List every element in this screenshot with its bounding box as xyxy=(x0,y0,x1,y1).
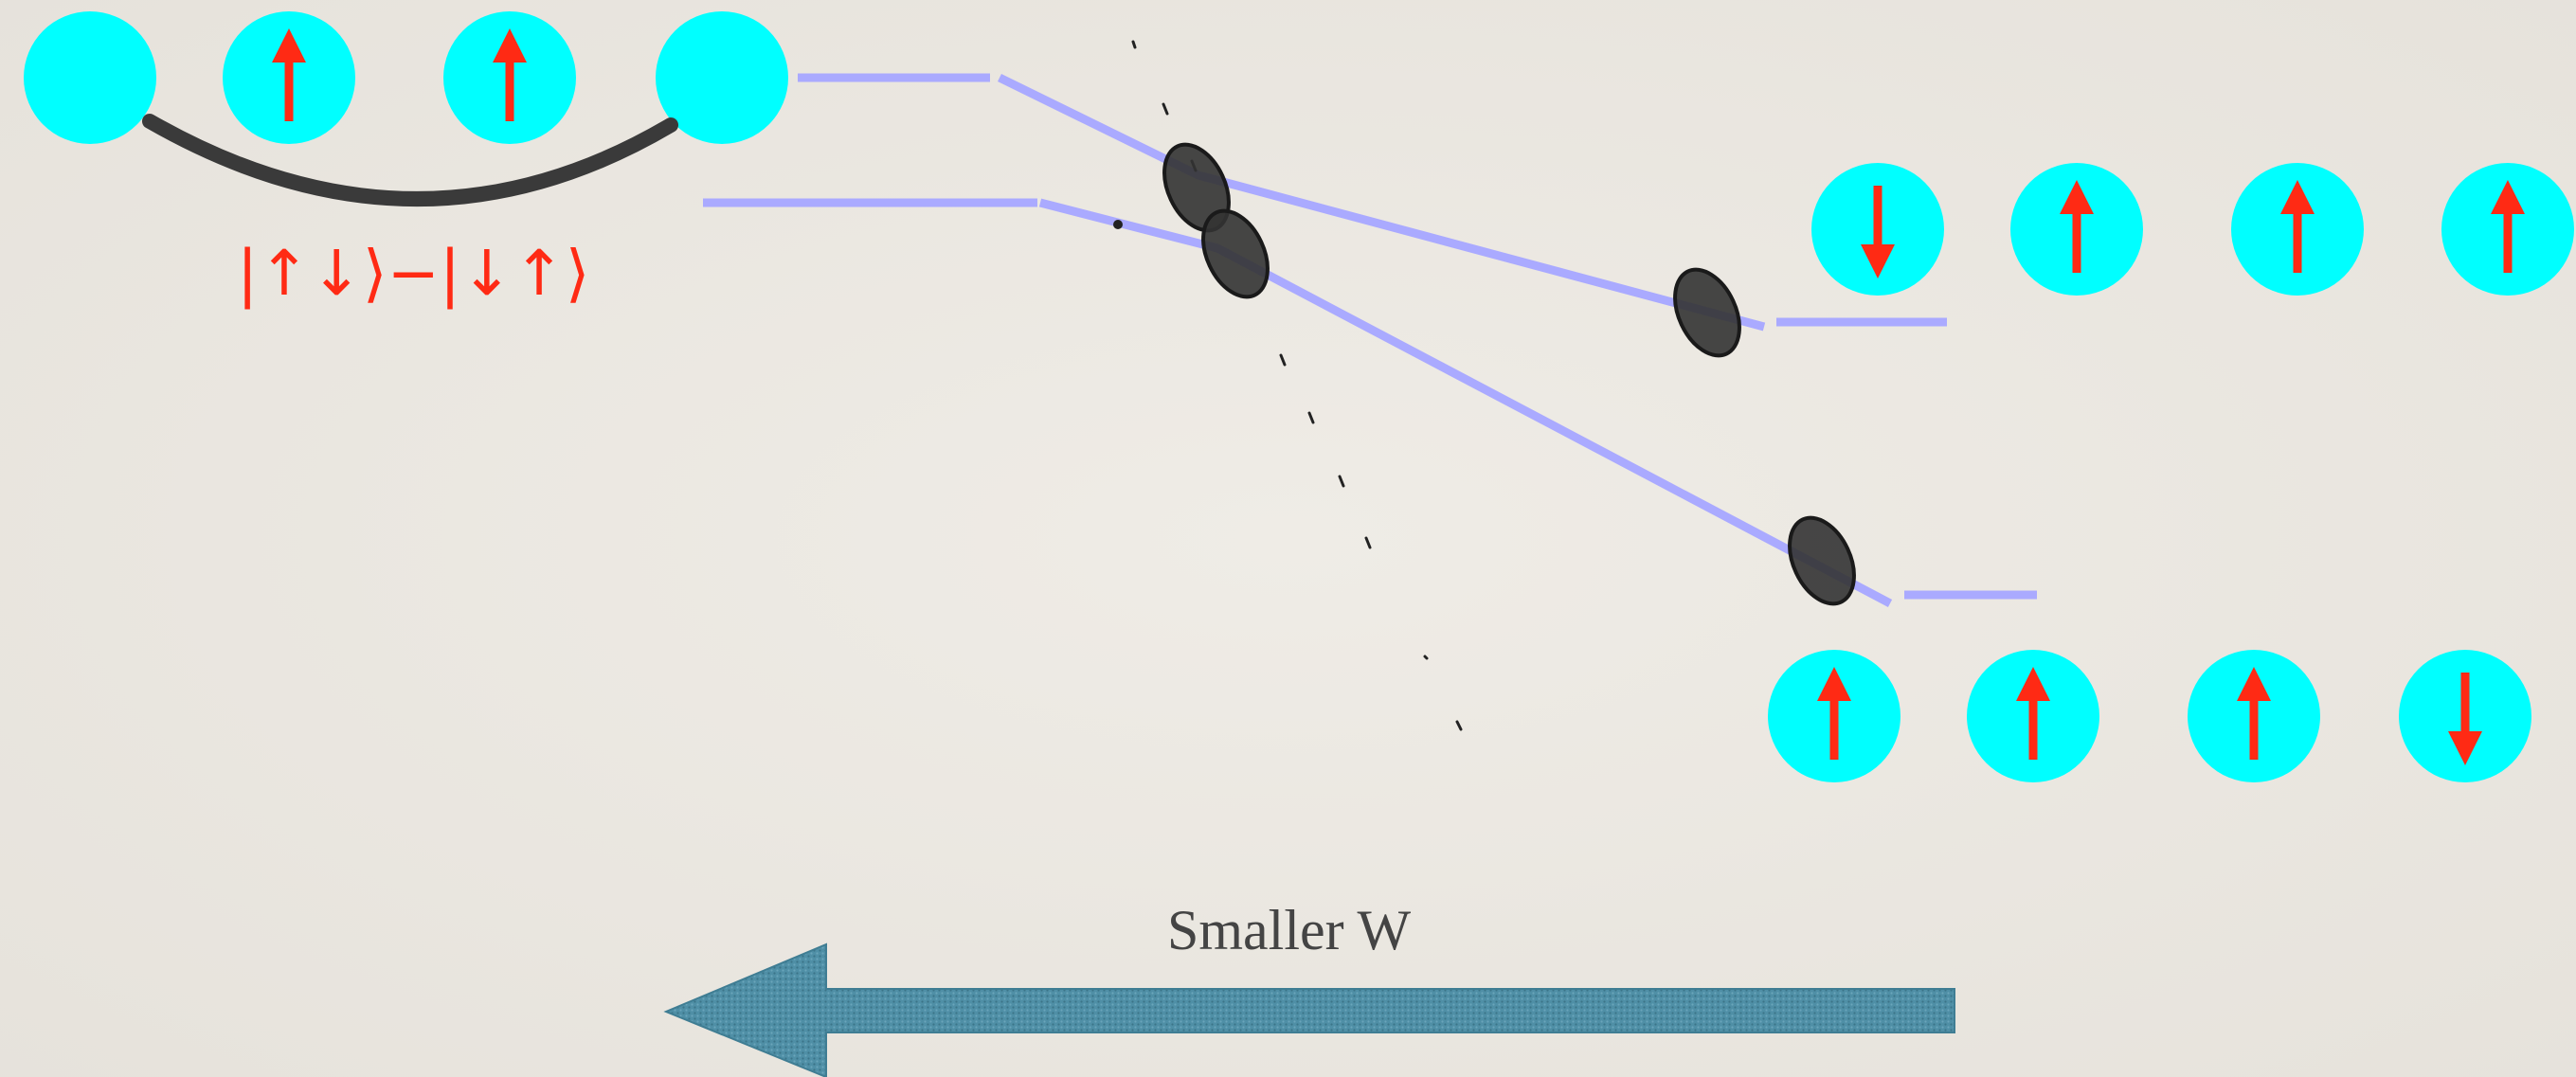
spin-up-arrow xyxy=(493,28,527,121)
caption-smaller-w: Smaller W xyxy=(1167,899,1412,961)
spin-up-arrow xyxy=(2237,667,2271,760)
spin-up-arrow xyxy=(1817,667,1851,760)
spin-up-arrow xyxy=(2280,180,2315,273)
spin-up-arrow xyxy=(2491,180,2525,273)
right-lower-configuration xyxy=(1768,650,2531,782)
spin-down-arrow xyxy=(1861,186,1895,278)
crossing-markers xyxy=(1162,142,1856,606)
crossing-marker xyxy=(1201,208,1270,299)
spin-up-arrow xyxy=(2016,667,2050,760)
singlet-bond xyxy=(142,114,678,206)
site-empty-4 xyxy=(656,11,788,144)
left-configuration xyxy=(24,11,788,206)
smaller-w-arrow xyxy=(663,942,1955,1077)
right-upper-configuration xyxy=(1811,163,2574,296)
crossing-marker xyxy=(1788,515,1856,606)
spin-down-arrow xyxy=(2448,673,2482,765)
spin-up-arrow xyxy=(272,28,306,121)
crossing-marker xyxy=(1673,267,1741,358)
site-empty-1 xyxy=(24,11,156,144)
singlet-state-label: |↑↓⟩−|↓↑⟩ xyxy=(237,237,590,310)
spin-up-arrow xyxy=(2060,180,2094,273)
dot-marker xyxy=(1113,220,1123,229)
